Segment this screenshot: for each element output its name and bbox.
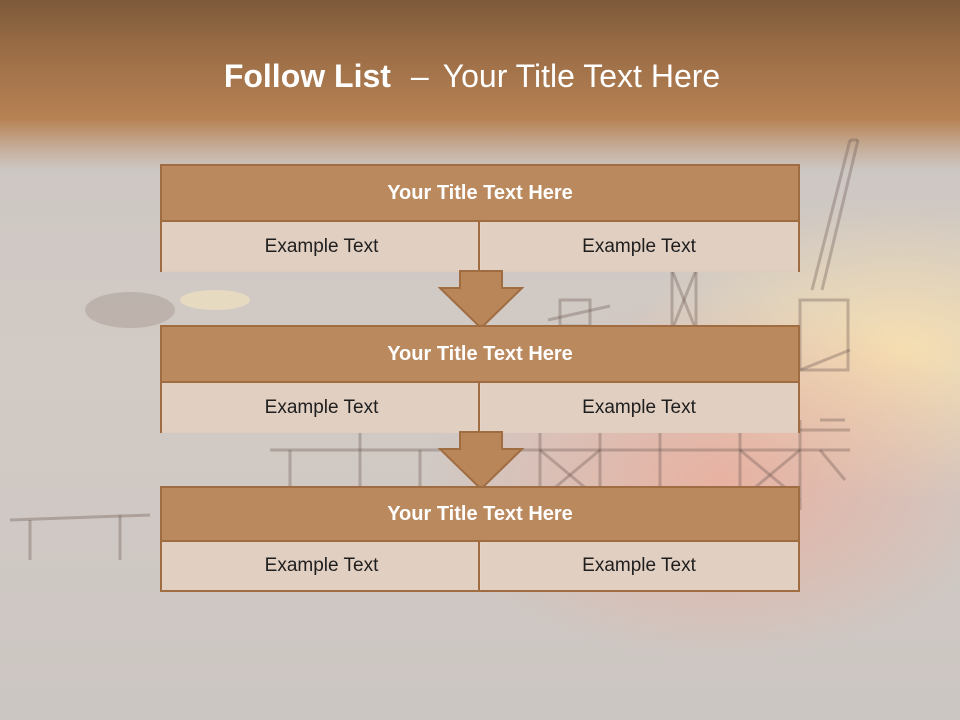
flow-block-2: Your Title Text Here Example Text Exampl…	[160, 325, 800, 433]
flow-block-title: Your Title Text Here	[162, 327, 798, 383]
slide-title: Follow List–Your Title Text Here	[0, 52, 944, 100]
flow-block-title: Your Title Text Here	[162, 488, 798, 542]
title-dash: –	[410, 58, 429, 94]
flow-block-title: Your Title Text Here	[162, 166, 798, 222]
down-arrow-icon	[438, 431, 524, 491]
title-bold: Follow List	[223, 58, 391, 94]
title-rest: Your Title Text Here	[442, 58, 721, 94]
flow-block-cell-left: Example Text	[162, 542, 481, 590]
flow-block-cell-right: Example Text	[478, 222, 798, 272]
down-arrow-icon	[438, 270, 524, 330]
flow-block-cell-left: Example Text	[162, 222, 481, 272]
flow-block-1: Your Title Text Here Example Text Exampl…	[160, 164, 800, 272]
flow-block-cell-right: Example Text	[478, 383, 798, 433]
flow-block-cell-right: Example Text	[478, 542, 798, 590]
flow-block-cell-left: Example Text	[162, 383, 481, 433]
flow-block-3: Your Title Text Here Example Text Exampl…	[160, 486, 800, 592]
